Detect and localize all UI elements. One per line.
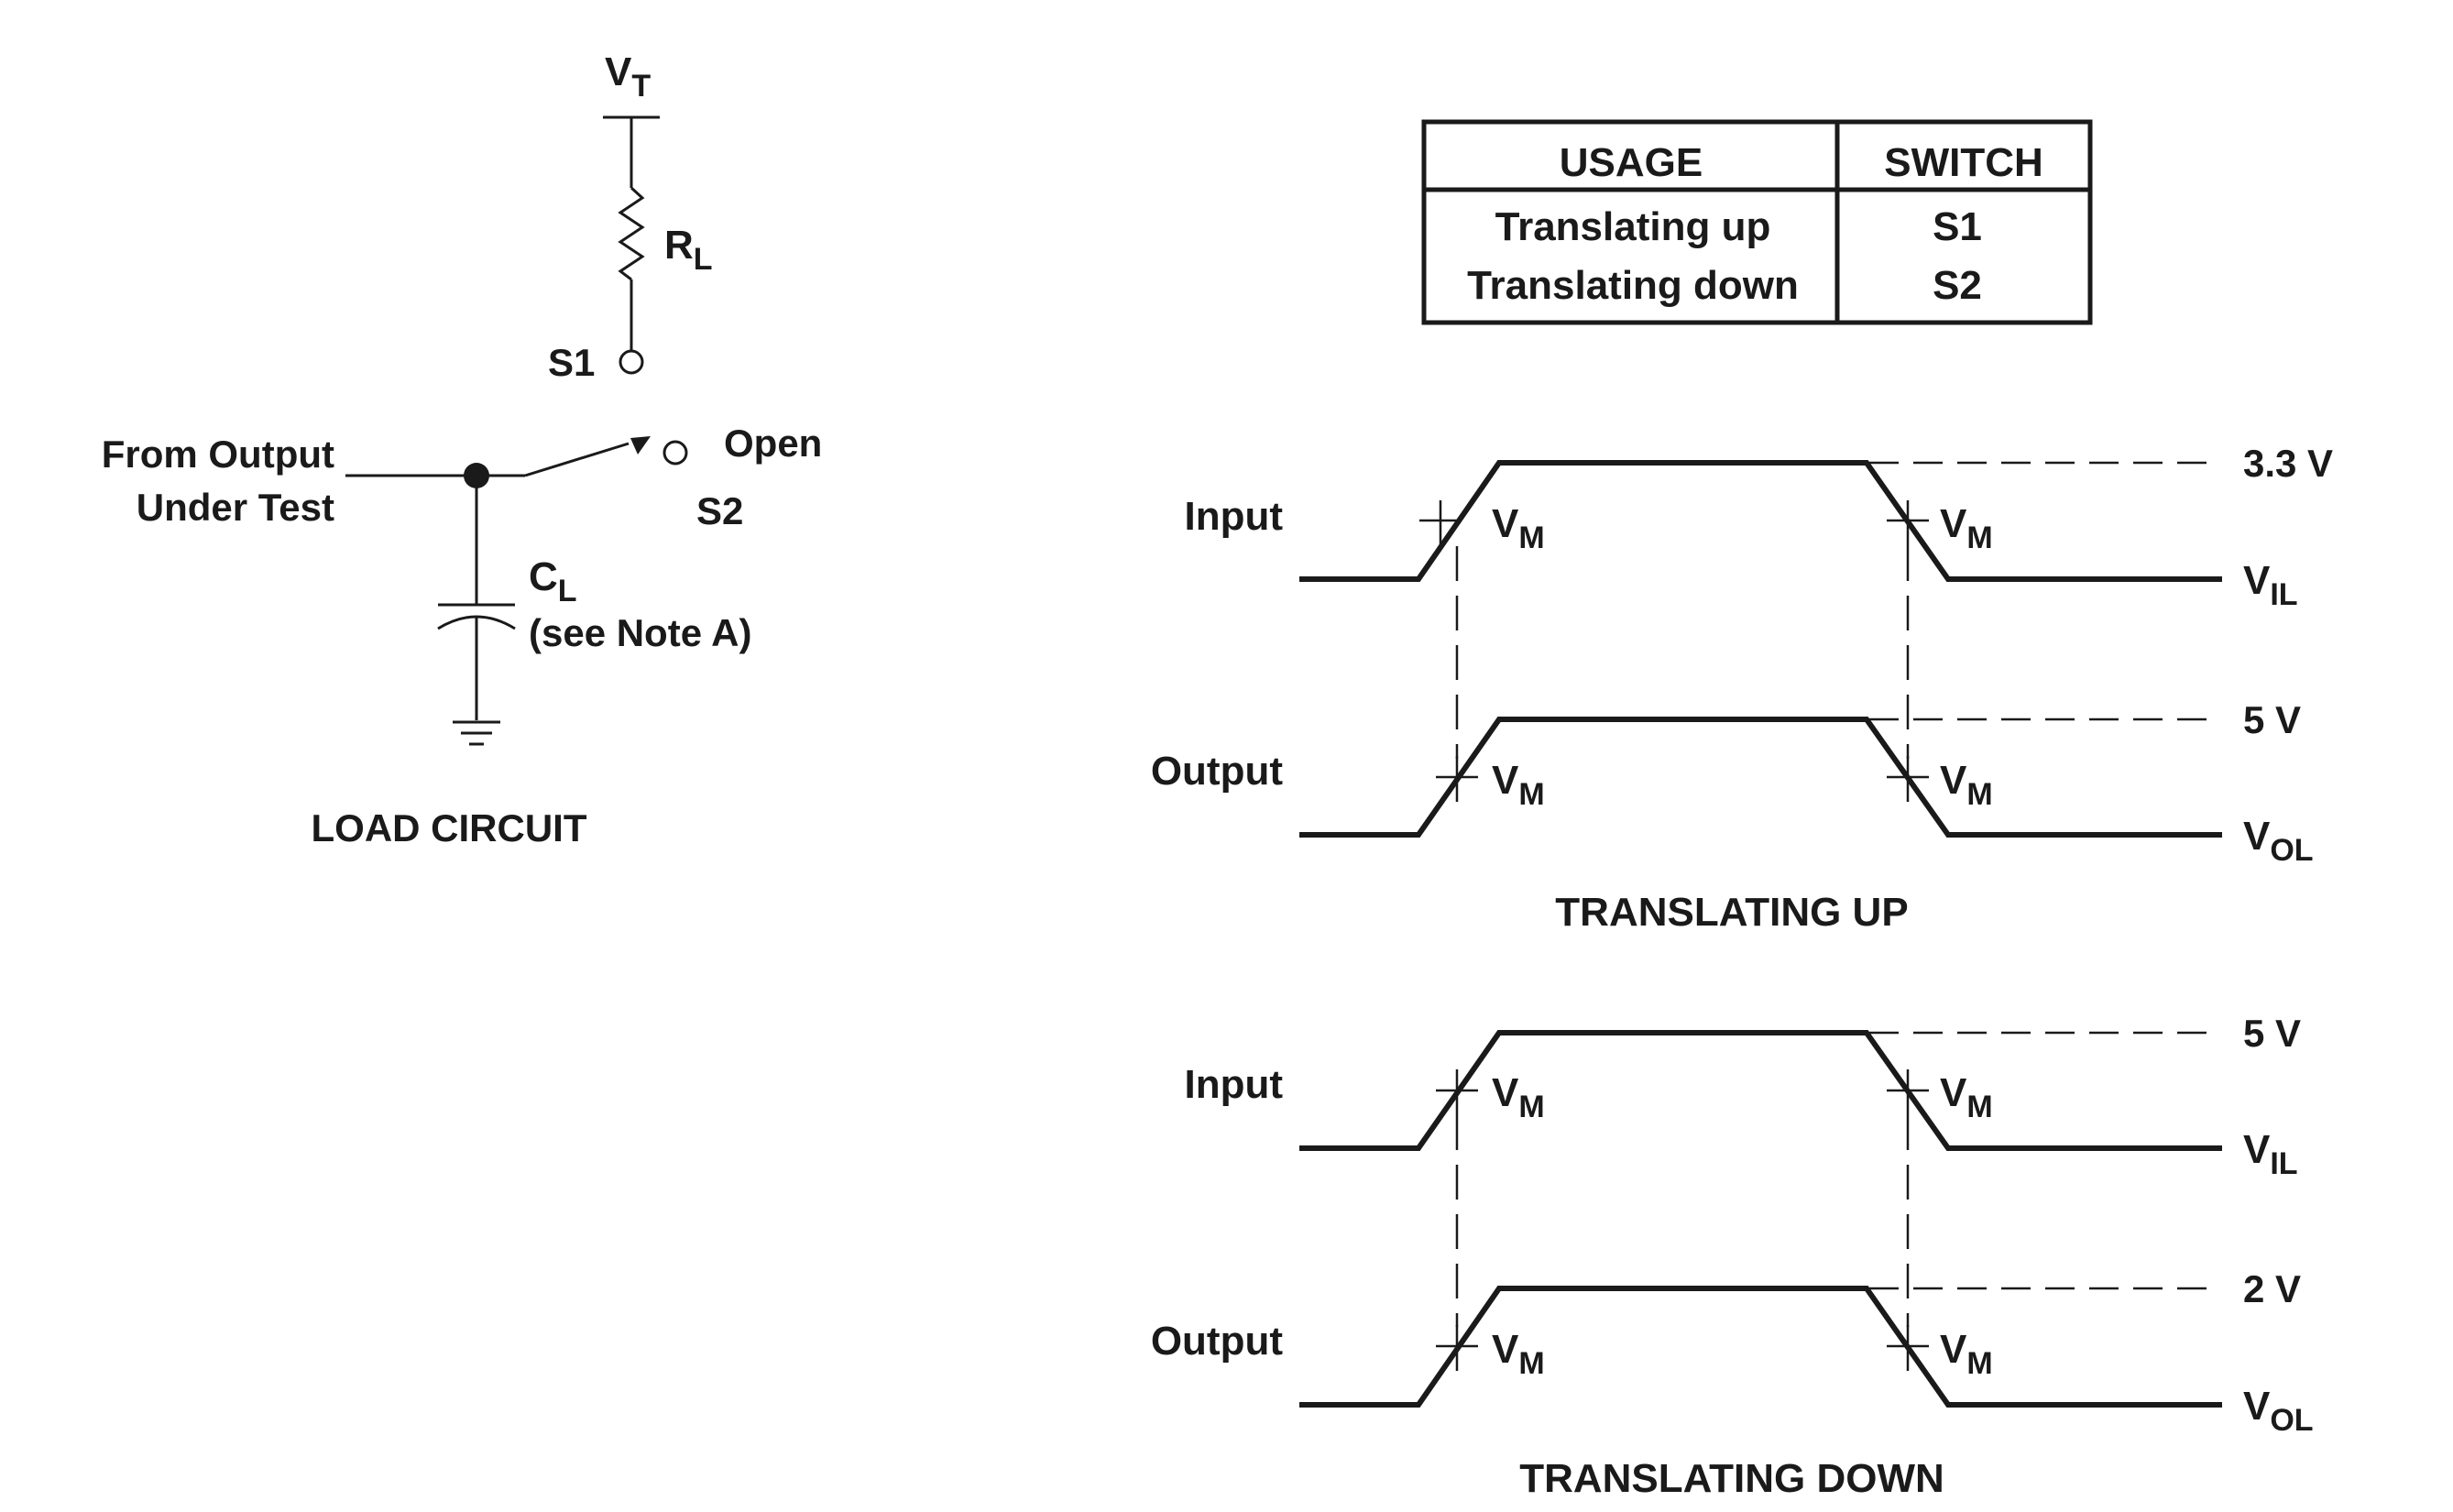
up-output-vol-label: VOL	[2243, 814, 2314, 868]
vm-label: VM	[1940, 501, 1993, 555]
from-output-label-2: Under Test	[137, 486, 334, 529]
up-output-label: Output	[1151, 749, 1284, 794]
load-circuit: VT RL S1 From Output Under Test Open S2 …	[102, 49, 823, 849]
table-cell-usage: Translating up	[1495, 204, 1771, 249]
translating-down-caption: TRANSLATING DOWN	[1519, 1456, 1944, 1501]
up-input-label: Input	[1184, 494, 1283, 539]
up-output-high-label: 5 V	[2243, 698, 2301, 741]
down-output-label: Output	[1151, 1319, 1284, 1364]
open-label: Open	[724, 422, 822, 465]
vt-label: VT	[605, 49, 651, 104]
translating-up-waveforms: Input 3.3 V VIL VM VM Output 5 V VOL VM …	[1151, 442, 2333, 935]
vm-label: VM	[1492, 501, 1545, 555]
down-input-waveform	[1299, 1030, 2222, 1151]
vm-label: VM	[1492, 758, 1545, 812]
s1-terminal	[619, 349, 644, 375]
vm-label: VM	[1492, 1327, 1545, 1381]
table-cell-switch: S2	[1933, 263, 1982, 308]
load-circuit-caption: LOAD CIRCUIT	[312, 806, 587, 849]
up-output-waveform	[1299, 717, 2222, 838]
switch-arrow	[630, 436, 651, 455]
from-output-label-1: From Output	[102, 433, 334, 476]
down-input-vil-label: VIL	[2243, 1127, 2298, 1181]
vm-label: VM	[1940, 1070, 1993, 1124]
down-input-label: Input	[1184, 1062, 1283, 1107]
switch-arm	[524, 442, 630, 477]
translating-down-waveforms: Input 5 V VIL VM VM Output 2 V VOL VM VM…	[1151, 1012, 2314, 1501]
cl-note: (see Note A)	[529, 611, 752, 654]
usage-table: USAGE SWITCH Translating up S1 Translati…	[1421, 119, 2093, 325]
up-input-vil-label: VIL	[2243, 558, 2298, 612]
table-border	[1421, 119, 2093, 325]
cap-plate-bottom	[437, 615, 516, 630]
open-terminal	[663, 440, 688, 466]
s1-label: S1	[548, 341, 595, 384]
table-header-switch: SWITCH	[1884, 140, 2043, 185]
down-output-vol-label: VOL	[2243, 1384, 2314, 1438]
down-output-waveform	[1299, 1286, 2222, 1408]
table-header-usage: USAGE	[1560, 140, 1703, 185]
vm-label: VM	[1940, 758, 1993, 812]
up-input-waveform	[1299, 460, 2222, 582]
s2-label: S2	[696, 489, 743, 532]
table-cell-usage: Translating down	[1467, 263, 1799, 308]
up-input-high-label: 3.3 V	[2243, 442, 2333, 485]
down-input-high-label: 5 V	[2243, 1012, 2301, 1055]
translating-up-caption: TRANSLATING UP	[1555, 890, 1908, 935]
rl-label: RL	[664, 223, 713, 277]
down-output-high-label: 2 V	[2243, 1267, 2301, 1310]
table-cell-switch: S1	[1933, 204, 1982, 249]
vm-label: VM	[1492, 1070, 1545, 1124]
vm-label: VM	[1940, 1327, 1993, 1381]
resistor-rl	[618, 186, 645, 281]
ground-icon	[453, 720, 500, 746]
cl-label: CL	[529, 554, 577, 608]
